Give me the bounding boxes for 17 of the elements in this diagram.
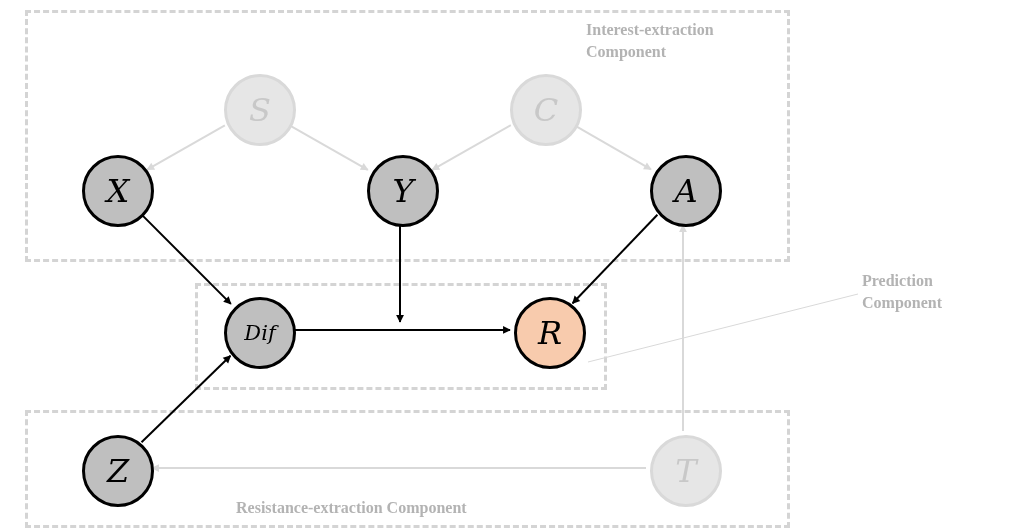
arrow	[146, 124, 226, 171]
group-heading: Interest-extraction Component	[586, 20, 715, 63]
dashed-group-frame	[25, 10, 790, 262]
variable-label: R	[537, 314, 563, 352]
group-heading: Resistance-extraction Component	[236, 498, 468, 519]
arrow	[140, 354, 232, 444]
variable-label: Z	[106, 452, 130, 490]
dashed-group-frame	[195, 283, 607, 390]
arrow	[571, 213, 659, 305]
variable-label: A	[674, 172, 698, 210]
arrow	[140, 213, 232, 305]
leader-line	[587, 293, 859, 363]
dashed-group-frame	[25, 410, 790, 528]
variable-label: X	[106, 172, 130, 210]
component-label: Prediction Component	[862, 270, 1007, 314]
variable-label: Y	[392, 172, 414, 210]
arrow	[431, 124, 512, 171]
